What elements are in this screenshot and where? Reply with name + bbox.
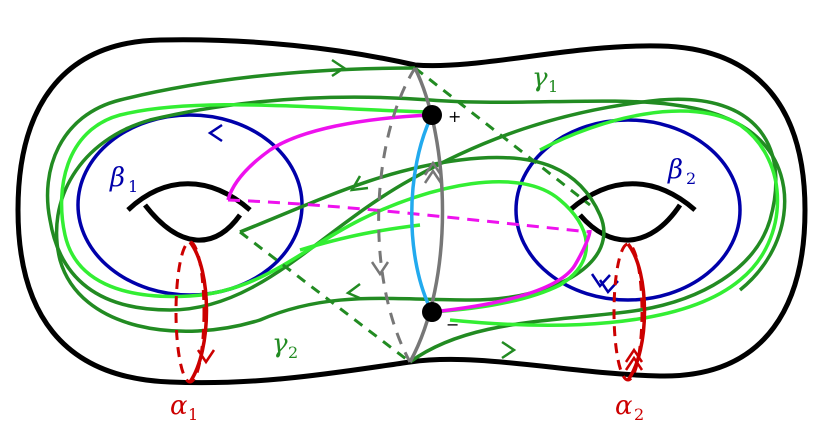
- light-green-curve-1: [59, 102, 588, 314]
- plus-point: [422, 105, 442, 125]
- svg-text:β: β: [667, 155, 683, 185]
- magenta-dashed: [227, 198, 591, 234]
- gamma1-arrow-2: [349, 175, 369, 192]
- gray-arrow: [423, 160, 443, 184]
- label-alpha2: α 2: [615, 391, 644, 424]
- beta2-curve: [514, 118, 742, 302]
- alpha2-arrow: [624, 347, 644, 371]
- svg-text:1: 1: [188, 405, 198, 424]
- svg-text:2: 2: [686, 169, 696, 188]
- right-hole: [568, 181, 697, 243]
- gamma-dashed-1: [414, 66, 591, 207]
- svg-text:1: 1: [548, 77, 558, 96]
- svg-text:2: 2: [288, 343, 298, 362]
- svg-text:α: α: [170, 391, 188, 421]
- light-green-curve-2: [299, 109, 780, 327]
- magenta-curve-top: [226, 113, 433, 201]
- svg-text:γ: γ: [532, 63, 548, 93]
- magenta-curve-bottom: [431, 229, 592, 314]
- svg-text:2: 2: [634, 405, 644, 424]
- plus-label: +: [448, 107, 461, 126]
- alpha2-curve: [626, 242, 647, 382]
- gray-dashed-arrow: [370, 261, 390, 277]
- minus-label: −: [446, 315, 459, 334]
- gamma2-arrow: [345, 283, 363, 301]
- alpha1-curve: [188, 240, 209, 383]
- label-beta2: β 2: [667, 155, 696, 188]
- label-gamma2: γ 2: [272, 329, 298, 362]
- svg-text:γ: γ: [272, 329, 288, 359]
- gamma1-arrow-3: [501, 340, 517, 360]
- gray-meridian-dashed: [377, 67, 417, 363]
- label-beta1: β 1: [109, 163, 138, 196]
- svg-text:β: β: [109, 163, 125, 193]
- label-alpha1: α 1: [170, 391, 198, 424]
- minus-point: [422, 302, 442, 322]
- beta1-curve: [76, 113, 304, 297]
- beta1-arrow: [207, 123, 223, 143]
- alpha1-arrow: [196, 349, 216, 365]
- label-gamma1: γ 1: [532, 63, 558, 96]
- svg-text:α: α: [615, 391, 633, 421]
- gamma2-curve: [54, 95, 787, 334]
- gamma1-arrow: [331, 58, 347, 78]
- svg-text:1: 1: [128, 177, 138, 196]
- gamma1-curve: [45, 66, 778, 364]
- cyan-arc: [410, 114, 434, 313]
- gray-meridian: [408, 67, 445, 363]
